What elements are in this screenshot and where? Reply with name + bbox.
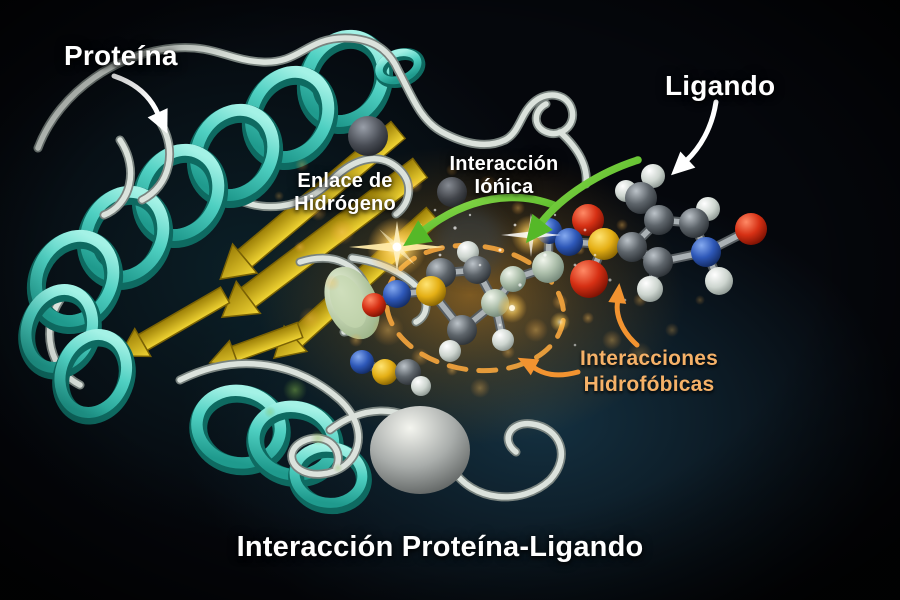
ionic-interaction-label: Interacción Ióńica xyxy=(445,153,563,199)
hydrophobic-label-line2: Hidrofóbicas xyxy=(583,373,715,396)
ionic-label-line2: Ióńica xyxy=(474,176,534,198)
hydrophobic-interactions-label: Interacciones Hidrofóbicas xyxy=(570,346,728,398)
figure-title: Interacción Proteína-Ligando xyxy=(236,531,644,563)
ligand-label: Ligando xyxy=(665,70,776,101)
hydrophobic-label-line1: Interacciones xyxy=(580,347,718,370)
ionic-label-line1: Interacción xyxy=(449,153,559,175)
hydrogen-bond-label: Enlace de Hidrógeno xyxy=(286,170,404,216)
protein-label: Proteína xyxy=(64,40,178,71)
hydrogen-bond-label-line1: Enlace de xyxy=(297,170,393,192)
hydrogen-bond-label-line2: Hidrógeno xyxy=(294,193,396,215)
